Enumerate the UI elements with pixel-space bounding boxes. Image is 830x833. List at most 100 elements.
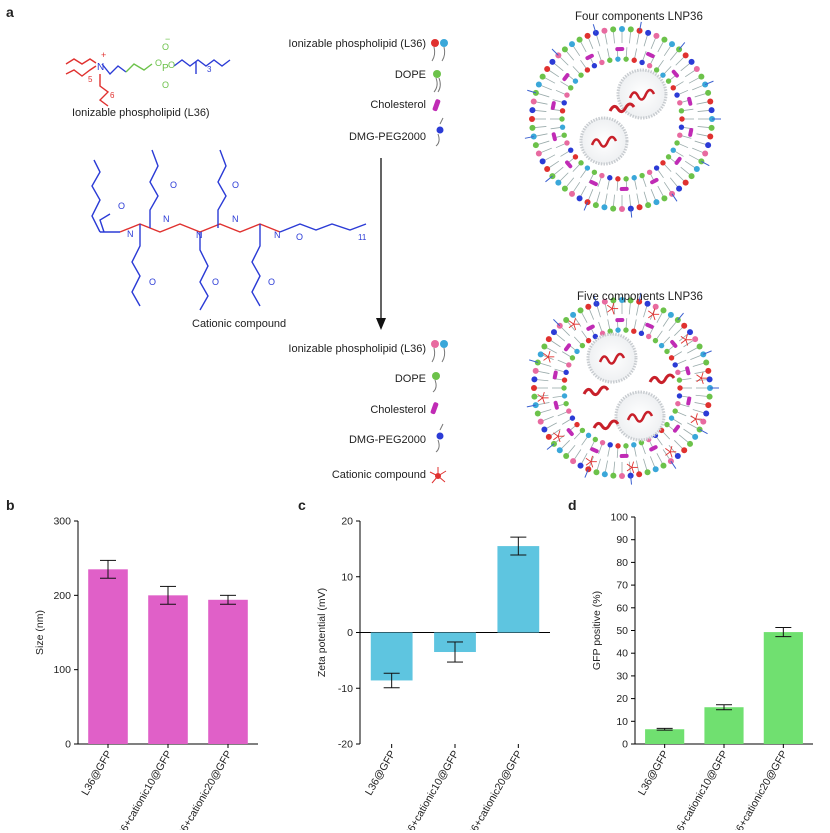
cat-o4: O <box>296 232 303 242</box>
l36-plus: + <box>101 50 106 60</box>
legend-five-item-3: Cholesterol <box>370 404 426 416</box>
y-tick-label: 20 <box>341 516 353 528</box>
l36-o-atom: O <box>155 58 162 68</box>
schematic-figure: N + 5 6 O P O O O − 3 N N N N N O O O O … <box>65 21 721 485</box>
l36-caption: Ionizable phospholipid (L36) <box>72 107 210 119</box>
bar <box>704 707 744 744</box>
y-tick-label: 0 <box>347 627 353 639</box>
cat-o2: O <box>170 180 177 190</box>
legend-four-item-3: Cholesterol <box>370 99 426 111</box>
y-tick-label: -10 <box>338 683 353 695</box>
ionizable-lipid-icon <box>431 340 448 363</box>
cat-sub11: 11 <box>358 233 367 242</box>
cat-n2: N <box>163 214 170 224</box>
bar <box>208 599 248 744</box>
y-tick-label: 40 <box>616 648 628 660</box>
bar <box>88 569 128 744</box>
cholesterol-icon <box>432 99 441 112</box>
y-tick-label: 70 <box>616 580 628 592</box>
l36-n-atom: N <box>97 62 104 73</box>
y-axis-label: Size (nm) <box>34 610 46 655</box>
cat-o1: O <box>118 201 125 211</box>
x-tick-label: L36+cationic20@GFP <box>463 749 525 831</box>
cationic-structure <box>91 149 367 311</box>
bar <box>763 632 803 744</box>
cat-n3: N <box>196 230 203 240</box>
peg-icon <box>435 423 444 453</box>
cat-n1: N <box>127 229 134 239</box>
y-tick-label: 80 <box>616 557 628 569</box>
cat-n5: N <box>274 230 281 240</box>
y-tick-label: 50 <box>616 625 628 637</box>
l36-p-atom: P <box>162 63 169 74</box>
y-tick-label: 200 <box>53 590 71 602</box>
l36-o-top: O <box>162 42 169 52</box>
l36-o-right: O <box>168 60 175 70</box>
y-axis-label: Zeta potential (mV) <box>316 588 328 677</box>
ionizable-lipid-icon <box>431 39 448 62</box>
y-tick-label: 90 <box>616 534 628 546</box>
y-tick-label: 10 <box>616 716 628 728</box>
y-tick-label: 0 <box>65 739 71 751</box>
legend-four-item-4: DMG-PEG2000 <box>348 131 426 143</box>
panel-d-letter: d <box>568 497 577 513</box>
lnp-four-title: Four components LNP36 <box>575 11 703 23</box>
x-tick-label: L36+cationic10@GFP <box>113 749 175 831</box>
panel-a-letter: a <box>6 4 14 20</box>
x-tick-label: L36+cationic20@GFP <box>173 749 235 831</box>
y-tick-label: 300 <box>53 516 71 528</box>
cationic-caption: Cationic compound <box>192 318 287 330</box>
y-tick-label: -20 <box>338 739 353 751</box>
cholesterol-icon <box>430 402 439 415</box>
x-tick-label: L36+cationic20@GFP <box>728 749 790 831</box>
l36-minus: − <box>165 34 170 44</box>
cationic-compound-icon <box>429 467 447 484</box>
bar <box>645 729 685 744</box>
l36-sub3: 3 <box>207 65 212 74</box>
y-axis-label: GFP positive (%) <box>591 591 603 670</box>
y-tick-label: 100 <box>610 512 628 524</box>
bar <box>370 632 413 681</box>
lnp-four-components-illustration <box>524 21 721 218</box>
x-tick-label: L36+cationic10@GFP <box>669 749 731 831</box>
l36-sub6: 6 <box>110 91 115 100</box>
y-tick-label: 30 <box>616 670 628 682</box>
bar <box>497 546 540 633</box>
x-tick-label: L36@GFP <box>79 749 114 798</box>
l36-sub5: 5 <box>88 75 93 84</box>
y-tick-label: 100 <box>53 664 71 676</box>
y-tick-label: 0 <box>622 739 628 751</box>
legend-four-item-2: DOPE <box>394 69 426 81</box>
legend-five-item-5: Cationic compound <box>331 469 426 481</box>
panel-b-letter: b <box>6 497 15 513</box>
cat-o5: O <box>149 277 156 287</box>
cat-n4: N <box>232 214 239 224</box>
panel-c-letter: c <box>298 497 306 513</box>
legend-five-item-2: DOPE <box>394 373 426 385</box>
l36-o-bottom: O <box>162 80 169 90</box>
peg-icon <box>435 117 444 147</box>
cat-o3: O <box>232 180 239 190</box>
legend-five-item-1: Ionizable phospholipid (L36) <box>288 343 426 355</box>
x-tick-label: L36@GFP <box>363 749 398 798</box>
cat-o6: O <box>212 277 219 287</box>
dope-icon <box>433 70 441 93</box>
lnp-five-title: Five components LNP36 <box>577 291 703 303</box>
legend-five-icons <box>429 340 448 484</box>
y-tick-label: 20 <box>616 693 628 705</box>
legend-five-item-4: DMG-PEG2000 <box>348 434 426 446</box>
l36-structure <box>65 58 231 107</box>
process-arrow <box>376 158 386 330</box>
lnp-five-components-illustration <box>526 292 719 485</box>
legend-four-icons <box>431 39 448 147</box>
x-tick-label: L36+cationic10@GFP <box>400 749 462 831</box>
cat-o7: O <box>268 277 275 287</box>
dope-icon <box>432 372 440 393</box>
x-tick-label: L36@GFP <box>636 749 671 798</box>
bar <box>148 595 188 744</box>
y-tick-label: 10 <box>341 571 353 583</box>
legend-four-item-1: Ionizable phospholipid (L36) <box>288 38 426 50</box>
